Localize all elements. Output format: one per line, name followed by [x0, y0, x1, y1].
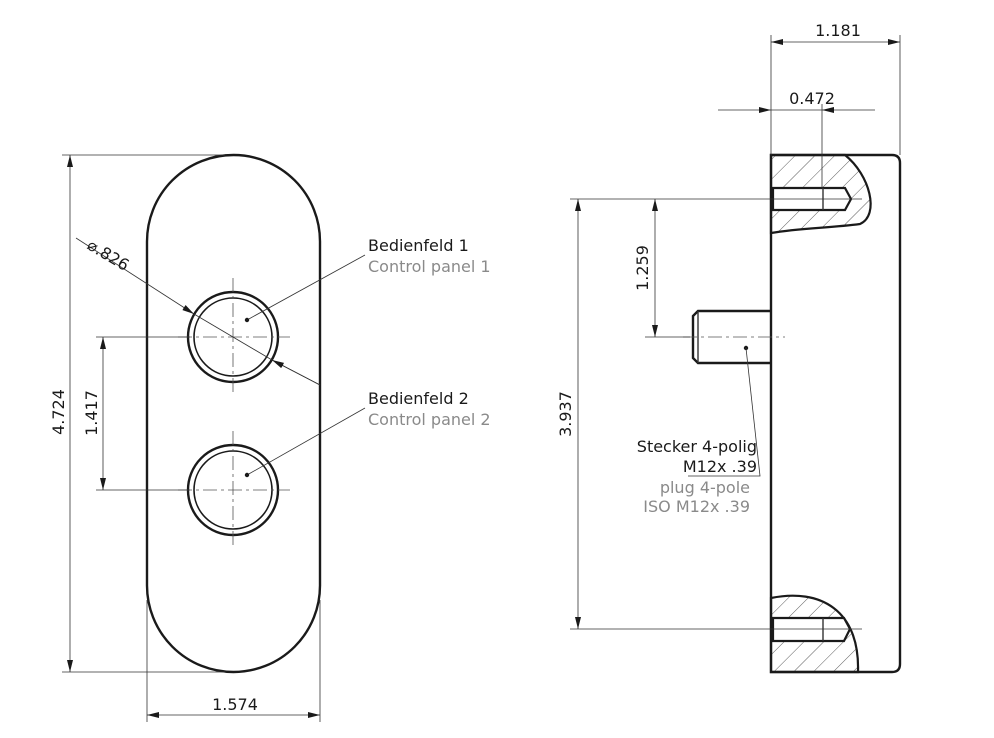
dim-overall-height: 4.724 [49, 389, 68, 435]
label-panel1-de: Bedienfeld 1 [368, 236, 469, 255]
dim-panel-spacing: 1.417 [82, 390, 101, 436]
label-panel2-en: Control panel 2 [368, 410, 491, 429]
dim-depth: 1.181 [815, 21, 861, 40]
label-plug-en-2: ISO M12x .39 [643, 497, 750, 516]
label-plug-de-1: Stecker 4-polig [637, 437, 757, 456]
housing-side-outline [769, 153, 902, 674]
side-view: 1.181 0.472 1.259 3.937 Stecker 4-polig … [556, 21, 902, 674]
control-panel-1 [178, 278, 290, 396]
housing-outline [145, 153, 322, 674]
label-plug-en-1: plug 4-pole [660, 478, 750, 497]
dim-overall-width: 1.574 [212, 695, 258, 714]
dim-panel-diameter: ⌀.826 [84, 235, 133, 275]
dim-hole-depth: 0.472 [789, 89, 835, 108]
front-view: 4.724 1.417 1.574 ⌀.826 Bedienfeld 1 Con… [49, 153, 491, 722]
label-panel2-de: Bedienfeld 2 [368, 389, 469, 408]
label-panel1-en: Control panel 1 [368, 257, 491, 276]
dim-hole-spacing: 3.937 [556, 391, 575, 437]
threaded-hole-bottom [771, 616, 852, 643]
control-panel-2 [178, 431, 290, 549]
dim-plug-offset: 1.259 [633, 245, 652, 291]
label-plug-de-2: M12x .39 [683, 457, 757, 476]
